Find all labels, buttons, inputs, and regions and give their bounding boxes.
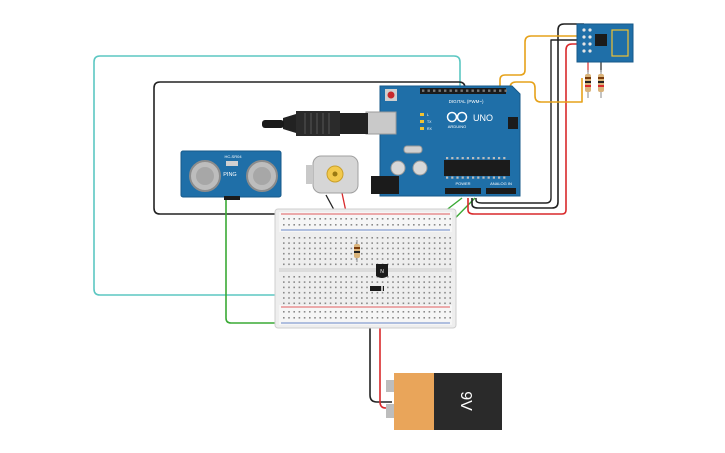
sensor-pins — [224, 196, 240, 200]
sensor-model-label: HC-SR04 — [224, 154, 242, 159]
breadboard-rail-bottom — [279, 305, 452, 325]
power-jack[interactable] — [371, 176, 399, 194]
wire-black-esp-1[interactable] — [471, 23, 584, 209]
resistor-breadboard[interactable] — [354, 240, 360, 262]
arduino-brand: ARDUINO — [448, 124, 466, 129]
breadboard-holes — [283, 218, 451, 319]
wire-cyan-loop[interactable] — [93, 55, 461, 296]
resistor-esp-1[interactable] — [585, 70, 591, 98]
analog-header — [486, 188, 516, 194]
usb-port[interactable] — [365, 111, 397, 135]
battery-label-band — [394, 373, 434, 430]
sensor-crystal — [226, 161, 238, 166]
capacitor-2 — [412, 160, 428, 176]
analog-header-label: ANALOG IN — [490, 181, 512, 186]
dc-motor[interactable] — [306, 155, 359, 194]
crystal — [403, 145, 423, 154]
battery-9v[interactable]: 9V — [386, 373, 502, 430]
svg-text:N: N — [380, 269, 384, 275]
wire-battery-black[interactable] — [369, 318, 392, 403]
esp-antenna — [611, 29, 629, 57]
battery-label: 9V — [457, 391, 474, 411]
pin-tx-label: TX — [427, 120, 432, 124]
wire-green-sensor[interactable] — [225, 198, 290, 324]
wire-battery-red[interactable] — [379, 318, 393, 409]
wire-orange-esp[interactable] — [499, 35, 584, 95]
breadboard[interactable] — [274, 208, 457, 329]
wire-orange-res[interactable] — [509, 78, 583, 103]
wire-red-esp[interactable] — [467, 43, 584, 215]
icsp-header — [508, 117, 518, 129]
arduino-uno[interactable]: DIGITAL (PWM~) L TX RX UNO ARDUINO — [365, 85, 521, 197]
transistor[interactable]: N — [376, 264, 388, 278]
arduino-logo-icon — [446, 111, 468, 123]
pin-l-label: L — [427, 113, 429, 117]
usb-cable[interactable] — [262, 111, 368, 136]
digital-header — [420, 88, 506, 94]
sensor-ping-label: PING — [223, 172, 236, 178]
atmega-chip — [444, 160, 510, 176]
battery-terminal-2 — [386, 404, 394, 418]
breadboard-rail-top — [279, 212, 452, 232]
reset-button[interactable] — [387, 91, 395, 99]
ultrasonic-sensor[interactable]: HC-SR04 PING — [180, 150, 282, 200]
resistor-esp-2[interactable] — [598, 70, 604, 98]
power-header — [445, 188, 481, 194]
arduino-model: UNO — [473, 113, 493, 123]
power-header-label: POWER — [455, 181, 470, 186]
esp8266-module[interactable] — [576, 23, 634, 63]
wire-black-esp-2[interactable] — [475, 39, 584, 204]
diode[interactable] — [370, 286, 384, 291]
battery-terminal-1 — [386, 380, 394, 392]
breadboard-center-channel — [279, 268, 452, 272]
pin-rx-label: RX — [427, 127, 433, 131]
digital-header-label: DIGITAL (PWM~) — [449, 99, 484, 104]
esp-chip — [595, 34, 607, 46]
wire-black-loop[interactable] — [153, 81, 466, 215]
capacitor-1 — [390, 160, 406, 176]
